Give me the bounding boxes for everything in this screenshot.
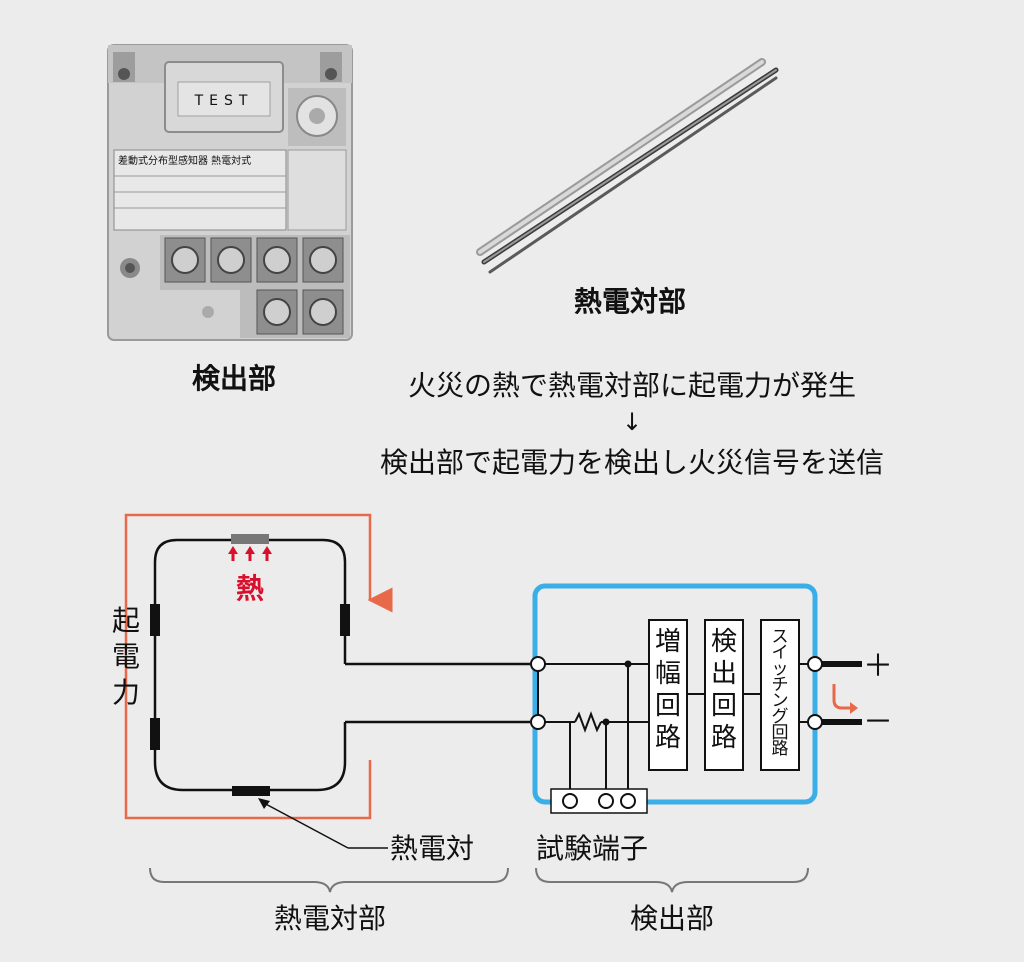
emf-label: 起電力 bbox=[112, 604, 140, 709]
resistor-icon bbox=[574, 711, 602, 733]
plus-sign: ＋ bbox=[863, 649, 893, 684]
brace-detector bbox=[535, 867, 809, 893]
switching-circuit-block bbox=[760, 619, 800, 771]
screw-head-icon bbox=[217, 246, 245, 274]
output-terminal-minus bbox=[807, 714, 823, 730]
junction-mark bbox=[150, 718, 160, 750]
input-terminal bbox=[530, 656, 546, 672]
explanation-line-2: 検出部で起電力を検出し火災信号を送信 bbox=[380, 446, 884, 479]
detector-circuit-label: 検出回路 bbox=[711, 627, 737, 753]
heat-arrows-icon bbox=[228, 546, 272, 561]
junction-mark bbox=[232, 786, 270, 796]
switching-circuit-label: スイッチング回路 bbox=[772, 627, 789, 759]
screw-head-icon bbox=[171, 246, 199, 274]
detector-circuit-block bbox=[704, 619, 744, 771]
brace-thermocouple bbox=[149, 867, 509, 893]
screw-head-icon bbox=[309, 246, 337, 274]
test-label: TEST bbox=[194, 93, 254, 109]
output-current-arrow bbox=[832, 684, 852, 710]
minus-sign: － bbox=[863, 705, 893, 740]
brace-thermocouple-label: 熱電対部 bbox=[274, 902, 386, 935]
screw-head-icon bbox=[309, 298, 337, 326]
detector-photo-caption: 検出部 bbox=[192, 362, 276, 395]
input-terminal bbox=[530, 714, 546, 730]
thermocouple-wire-photo bbox=[476, 58, 779, 274]
explanation-line-1: 火災の熱で熱電対部に起電力が発生 bbox=[408, 369, 856, 402]
emf-label-text: 起電力 bbox=[112, 604, 140, 709]
amplifier-circuit-label: 増幅回路 bbox=[655, 627, 681, 753]
amplifier-circuit-block bbox=[648, 619, 688, 771]
thermocouple-label: 熱電対 bbox=[390, 832, 474, 865]
junction-mark bbox=[340, 604, 350, 636]
test-terminal-label: 試験端子 bbox=[536, 832, 648, 865]
junction-mark bbox=[150, 604, 160, 636]
emf-flow-path bbox=[124, 513, 393, 805]
thermocouple-photo-caption: 熱電対部 bbox=[574, 285, 686, 318]
emf-flow-return bbox=[124, 760, 372, 820]
brace-detector-label: 検出部 bbox=[630, 902, 714, 935]
explanation-arrow-icon: ↓ bbox=[622, 408, 642, 436]
plate-text: 差動式分布型感知器 熱電対式 bbox=[118, 154, 251, 167]
heated-junction bbox=[231, 534, 269, 544]
output-terminal-plus bbox=[807, 656, 823, 672]
screw-head-icon bbox=[263, 246, 291, 274]
terminal-blocks bbox=[164, 237, 344, 335]
detector-unit-frame bbox=[532, 583, 818, 805]
screw-head-icon bbox=[263, 298, 291, 326]
heat-label: 熱 bbox=[236, 572, 264, 605]
thermocouple-loop bbox=[153, 538, 347, 792]
